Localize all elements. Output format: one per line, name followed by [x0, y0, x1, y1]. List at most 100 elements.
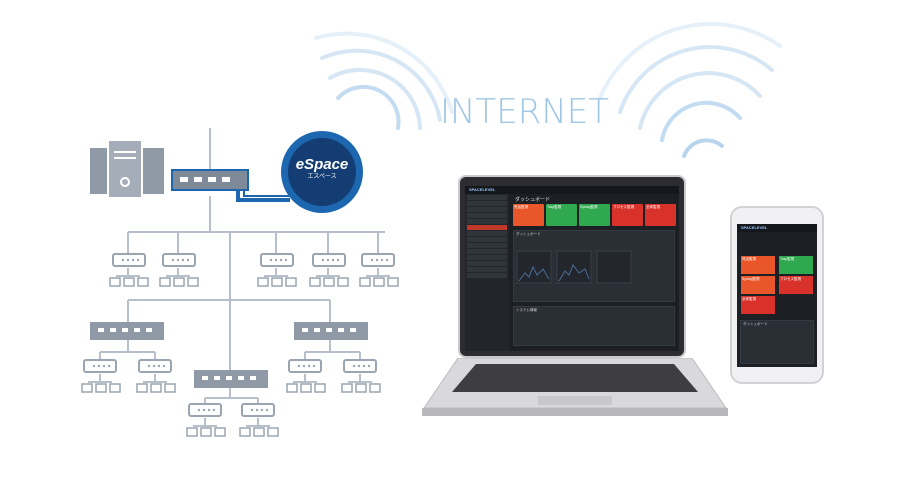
hub-icons	[83, 253, 395, 417]
terminal-icon	[341, 383, 353, 393]
sidebar-item[interactable]	[467, 195, 507, 200]
terminal-icon	[200, 427, 212, 437]
phone-status-tile-label: 死活監視	[742, 257, 756, 261]
core-router-icon	[171, 169, 249, 191]
terminal-group	[359, 268, 399, 287]
terminal-icon	[314, 383, 326, 393]
app-sidebar	[465, 194, 509, 351]
traffic-graphs	[516, 250, 632, 284]
phone-status-tile-label: 全体監視	[742, 297, 756, 301]
terminal-icon	[373, 277, 385, 287]
sidebar-item[interactable]	[467, 219, 507, 224]
terminal-icon	[286, 383, 298, 393]
sidebar-item[interactable]	[467, 207, 507, 212]
terminal-icon	[337, 277, 349, 287]
hub-icon	[188, 403, 222, 417]
terminal-icon	[109, 277, 121, 287]
terminal-icon	[239, 427, 251, 437]
terminal-icon	[309, 277, 321, 287]
wifi-waves-right	[598, 22, 782, 158]
hub-icon	[343, 359, 377, 373]
status-tile[interactable]: Syslog監視	[579, 204, 610, 226]
terminal-icon	[257, 277, 269, 287]
terminal-icon	[267, 427, 279, 437]
status-tile-label: 死活監視	[514, 205, 528, 209]
sidebar-item[interactable]	[467, 225, 507, 230]
sidebar-item[interactable]	[467, 231, 507, 236]
dashboard-panel: ダッシュボード	[513, 230, 675, 302]
phone-status-tile[interactable]: プロセス監視	[779, 276, 813, 294]
sidebar-item[interactable]	[467, 261, 507, 266]
sidebar-item[interactable]	[467, 267, 507, 272]
status-tile[interactable]: 全体監視	[645, 204, 676, 226]
terminal-icon	[285, 277, 297, 287]
terminal-icon	[173, 277, 185, 287]
hub-icon	[162, 253, 196, 267]
sidebar-item[interactable]	[467, 273, 507, 278]
sidebar-item[interactable]	[467, 201, 507, 206]
laptop-base	[422, 358, 728, 416]
terminal-icon	[369, 383, 381, 393]
network-lines	[99, 128, 385, 404]
terminal-group	[286, 374, 326, 393]
dashboard-panel-title: ダッシュボード	[516, 232, 541, 236]
switch-ports	[98, 328, 356, 380]
status-tile[interactable]: Trap監視	[546, 204, 577, 226]
hub-icon	[112, 253, 146, 267]
terminal-group	[81, 374, 121, 393]
app-logo: SPACELEVEL	[469, 187, 496, 192]
system-info-panel: システム情報	[513, 306, 675, 346]
sidebar-item[interactable]	[467, 213, 507, 218]
hub-icon	[83, 359, 117, 373]
terminal-group	[341, 374, 381, 393]
phone-status-tile[interactable]: Trap監視	[779, 256, 813, 274]
terminal-icon	[355, 383, 367, 393]
hub-icon	[361, 253, 395, 267]
terminal-icon	[186, 427, 198, 437]
laptop-screen: SPACELEVEL ダッシュボード 死活監視 Trap監視 Syslog監視 プロセ…	[465, 186, 679, 351]
status-tile-label: 全体監視	[646, 205, 660, 209]
terminal-group	[257, 268, 297, 287]
status-tile-label: Trap監視	[547, 205, 562, 209]
hub-icon	[138, 359, 172, 373]
terminal-group	[239, 418, 279, 437]
sidebar-item[interactable]	[467, 237, 507, 242]
server-group-icon	[90, 139, 164, 199]
terminal-icon	[159, 277, 171, 287]
terminal-icon	[123, 277, 135, 287]
phone-status-tile-label: プロセス監視	[780, 277, 801, 281]
sidebar-item[interactable]	[467, 243, 507, 248]
hub-icon	[260, 253, 294, 267]
phone-status-tile-label: Syslog監視	[742, 277, 760, 281]
terminal-icon	[214, 427, 226, 437]
terminal-icon	[323, 277, 335, 287]
terminal-icon	[271, 277, 283, 287]
espace-link-inner	[243, 187, 290, 197]
phone-status-tile[interactable]: 死活監視	[741, 256, 775, 274]
system-info-title: システム情報	[516, 308, 537, 312]
status-tile[interactable]: プロセス監視	[612, 204, 643, 226]
espace-logo-sub: エスペース	[307, 174, 337, 180]
hub-icon	[312, 253, 346, 267]
terminal-icon	[359, 277, 371, 287]
terminal-icon	[150, 383, 162, 393]
phone-status-tile-label: Trap監視	[780, 257, 795, 261]
status-tile-label: Syslog監視	[580, 205, 598, 209]
phone-status-tile[interactable]: Syslog監視	[741, 276, 775, 294]
phone-dashboard-panel: ダッシュボード	[740, 320, 814, 364]
terminal-icons	[81, 268, 399, 437]
hub-icon	[241, 403, 275, 417]
espace-logo: eSpace エスペース	[292, 156, 352, 180]
app-topbar: SPACELEVEL	[465, 186, 679, 194]
app-page-title: ダッシュボード	[515, 197, 551, 203]
sidebar-item[interactable]	[467, 255, 507, 260]
phone-status-tile[interactable]: 全体監視	[741, 296, 775, 314]
terminal-icon	[387, 277, 399, 287]
terminal-icon	[187, 277, 199, 287]
terminal-group	[109, 268, 149, 287]
status-tile[interactable]: 死活監視	[513, 204, 544, 226]
phone-logo: SPACELEVEL	[741, 225, 768, 230]
sidebar-item[interactable]	[467, 249, 507, 254]
